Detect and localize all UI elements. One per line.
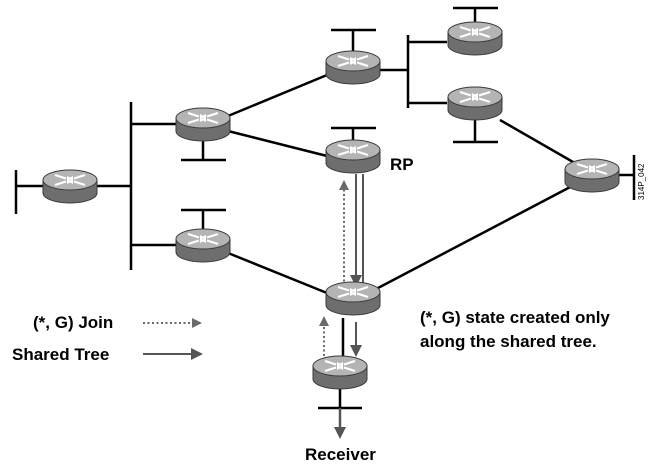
rp-label: RP [390,155,414,174]
router-lower-left-icon [175,228,231,263]
link-far-right-central [377,183,575,290]
link-tr2-far-right [499,118,581,168]
link-lower-left-central [227,251,328,295]
router-rp-icon [325,139,381,174]
figure-id: 314P_042 [637,163,646,200]
router-receiver-icon [312,355,368,390]
receiver-label: Receiver [305,445,376,464]
note-line-2: along the shared tree. [420,332,597,351]
router-top-right-1-icon [447,21,503,56]
network-links [14,6,636,410]
router-far-left-icon [42,169,98,204]
link-upper-left-rp [227,129,328,158]
router-upper-left-icon [175,107,231,142]
legend: (*, G) Join Shared Tree [12,313,203,364]
legend-join-label: (*, G) Join [33,313,113,332]
tree-arrows [319,174,364,439]
router-central-icon [325,281,381,316]
router-top-right-2-icon [447,86,503,121]
router-far-right-icon [564,158,620,193]
router-top-center-icon [325,50,381,85]
link-upper-left-top-center [227,73,328,118]
legend-shared-tree-label: Shared Tree [12,345,109,364]
routers [42,21,620,390]
note-line-1: (*, G) state created only [420,308,610,327]
